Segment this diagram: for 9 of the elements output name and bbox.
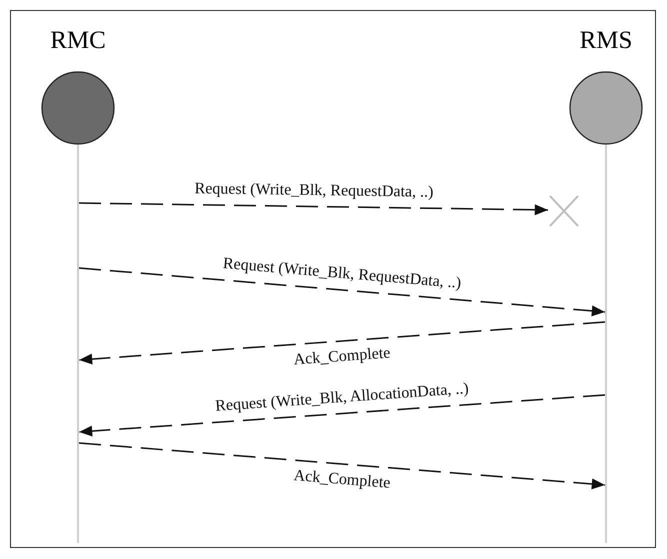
message-arrow <box>78 394 606 437</box>
message-arrow <box>78 202 548 216</box>
message-arrow <box>78 321 606 365</box>
lifeline <box>605 145 607 543</box>
message-arrow <box>78 267 606 316</box>
lifeline <box>77 145 79 543</box>
message-arrow <box>78 442 606 490</box>
participant-name: RMS <box>578 26 634 56</box>
participant-name: RMC <box>49 26 107 56</box>
